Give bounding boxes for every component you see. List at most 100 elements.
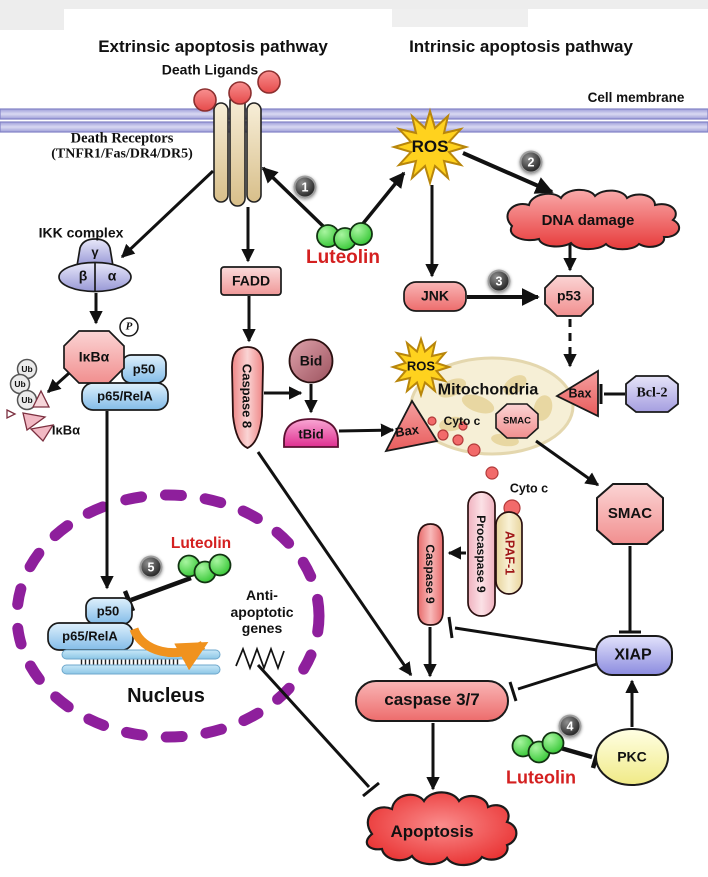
title-extrinsic: Extrinsic apoptosis pathway xyxy=(98,36,328,56)
procaspase9-shape xyxy=(467,491,496,617)
bax-right-label: Bax xyxy=(568,386,592,401)
anti-apoptotic-line1: Anti- xyxy=(246,587,278,604)
pkc-shape xyxy=(595,728,669,786)
mitochondria-label: Mitochondria xyxy=(437,381,539,399)
apaf1-shape xyxy=(495,511,523,595)
transcription-arrow-icon xyxy=(129,627,209,671)
pkc-label: PKC xyxy=(617,748,647,765)
step-badge-1: 1 xyxy=(293,175,317,199)
death-ligand-icons xyxy=(193,70,281,112)
nucleus-envelope xyxy=(11,489,325,743)
arrow-receptor-to-ikk xyxy=(120,169,215,259)
luteolin-4-label: Luteolin xyxy=(506,767,576,788)
caspase37-label: caspase 3/7 xyxy=(384,689,480,709)
smac-outer-shape xyxy=(596,483,664,545)
jnk-label: JNK xyxy=(420,287,450,304)
ikba-label: IκBα xyxy=(78,348,110,365)
ikk-alpha-label: α xyxy=(107,267,117,284)
apoptosis-label: Apoptosis xyxy=(390,821,474,841)
death-ligands-label: Death Ligands xyxy=(161,61,259,78)
cell-membrane-label: Cell membrane xyxy=(587,90,685,106)
anti-apoptotic-line3: genes xyxy=(241,620,283,637)
dna-damage-label: DNA damage xyxy=(541,212,635,230)
luteolin-1-label: Luteolin xyxy=(306,246,380,268)
fadd-label: FADD xyxy=(231,272,271,289)
jnk-shape xyxy=(403,281,467,312)
p53-shape xyxy=(544,275,594,317)
arrow-luteolin1-to-ros xyxy=(359,171,406,228)
ros-mito-label: ROS xyxy=(406,358,436,374)
luteolin-1-molecule-icon xyxy=(316,222,373,251)
scan-artifact xyxy=(0,0,708,30)
inhibit-smac-to-xiap xyxy=(619,546,641,634)
ikk-gamma-label: γ xyxy=(91,244,99,260)
arrow-caspase8-to-caspase37 xyxy=(256,451,413,677)
ub-label: Ub xyxy=(21,394,33,405)
smac-outer-label: SMAC xyxy=(607,505,653,523)
p50-upper-label: p50 xyxy=(132,361,156,377)
anti-apoptotic-genes-label: Anti- apoptotic genes xyxy=(231,587,294,637)
title-intrinsic: Intrinsic apoptosis pathway xyxy=(409,36,633,56)
phospho-label: P xyxy=(125,320,133,333)
step-badge-2: 2 xyxy=(519,150,543,174)
smac-inner-label: SMAC xyxy=(503,415,531,427)
inhibit-antiapoptotic-to-apoptosis xyxy=(256,663,380,798)
smac-inner-shape xyxy=(495,403,539,439)
gene-zigzag-icon xyxy=(235,646,285,671)
inhibit-bcl2-to-bax xyxy=(599,384,625,404)
bax-left-shape xyxy=(384,399,439,453)
cytoc-outer-label: Cyto c xyxy=(509,481,549,496)
procaspase9-label: Procaspase 9 xyxy=(474,515,489,593)
death-receptors-label-line1: Death Receptors xyxy=(70,130,174,147)
caspase9-shape xyxy=(417,523,444,626)
p65-nucleus-label: p65/RelA xyxy=(62,628,118,644)
caspase9-label: Caspase 9 xyxy=(423,544,438,604)
luteolin-4-molecule-icon xyxy=(511,731,565,764)
death-receptor-shape xyxy=(213,93,262,207)
luteolin-5-molecule-icon xyxy=(177,553,232,584)
caspase8-label: Caspase 8 xyxy=(239,363,255,429)
bcl2-label: Bcl-2 xyxy=(636,385,668,401)
nucleus-label: Nucleus xyxy=(127,685,205,708)
inhibit-xiap-to-caspase37 xyxy=(508,662,598,702)
cytoc-dots xyxy=(427,416,521,517)
cell-membrane xyxy=(0,108,708,133)
p65-upper-label: p65/RelA xyxy=(97,388,153,404)
arrow-luteolin1-to-receptor xyxy=(261,166,326,229)
bcl2-shape xyxy=(625,375,679,413)
ros-label: ROS xyxy=(411,136,449,156)
cytoc-inner-label: Cyto c xyxy=(443,413,481,428)
nucleus-nfkb-shape xyxy=(47,597,134,651)
arrow-smac-release xyxy=(535,439,600,487)
tbid-shape xyxy=(283,418,339,448)
caspase8-shape xyxy=(231,346,264,449)
arrow-ros-to-dna-damage xyxy=(462,151,554,194)
ub-label: Ub xyxy=(14,378,26,389)
ikk-complex-label: IKK complex xyxy=(38,224,124,241)
dna-strand xyxy=(61,649,221,675)
bid-label: Bid xyxy=(299,352,323,369)
step-badge-4: 4 xyxy=(558,714,582,738)
caspase37-shape xyxy=(355,680,509,722)
inhibit-luteolin4-to-pkc xyxy=(556,744,602,769)
fadd-shape xyxy=(220,266,282,296)
arrow-tbid-to-bax xyxy=(338,423,395,437)
ub-label: Ub xyxy=(21,363,33,374)
step-badge-5: 5 xyxy=(139,555,163,579)
ubiquitin-icons xyxy=(9,358,38,411)
xiap-label: XIAP xyxy=(614,646,652,664)
ikk-beta-label: β xyxy=(78,267,88,284)
ikk-complex-shape xyxy=(58,238,132,293)
ros-starburst-icon xyxy=(390,107,470,187)
nucleus-luteolin-label: Luteolin xyxy=(170,534,232,552)
bax-right-shape xyxy=(555,369,599,418)
tbid-label: tBid xyxy=(298,426,324,442)
nfkb-complex-shape xyxy=(63,317,169,411)
anti-apoptotic-line2: apoptotic xyxy=(230,603,294,620)
bid-shape xyxy=(288,338,334,384)
death-receptors-label-line2: (TNFR1/Fas/DR4/DR5) xyxy=(51,146,193,162)
ros-mito-starburst-icon xyxy=(389,335,453,399)
inhibit-xiap-to-caspase9 xyxy=(447,616,598,652)
